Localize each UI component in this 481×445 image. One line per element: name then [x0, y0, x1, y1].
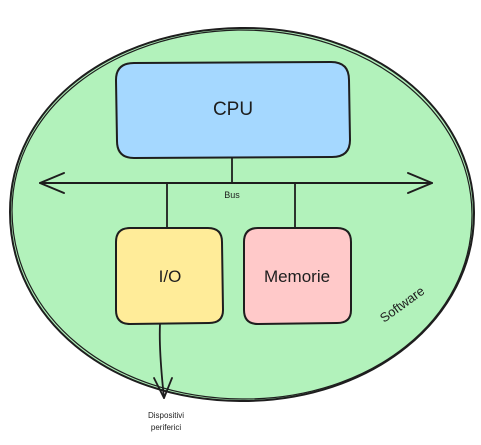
- memory-box: [243, 227, 352, 326]
- memory-node: Memorie: [243, 227, 352, 326]
- software-ellipse-sketch: [11, 29, 473, 400]
- peripherals-arrow-line: [158, 323, 165, 399]
- peripherals-label-line1: Dispositivi: [148, 411, 184, 420]
- memory-label: Memorie: [264, 267, 330, 286]
- bus-arrow-left: [39, 172, 65, 194]
- peripherals-arrow: [153, 323, 173, 399]
- peripherals-arrow-head: [153, 377, 173, 399]
- bus-arrow-right: [407, 172, 433, 194]
- bus: [39, 172, 433, 194]
- cpu-node: CPU: [114, 60, 352, 160]
- cpu-box: [114, 60, 352, 160]
- cpu-label: CPU: [213, 99, 253, 120]
- io-label: I/O: [159, 267, 182, 286]
- peripherals-label-line2: periferici: [151, 423, 181, 432]
- io-node: I/O: [115, 227, 225, 326]
- bus-label: Bus: [224, 190, 240, 200]
- io-box: [115, 227, 225, 326]
